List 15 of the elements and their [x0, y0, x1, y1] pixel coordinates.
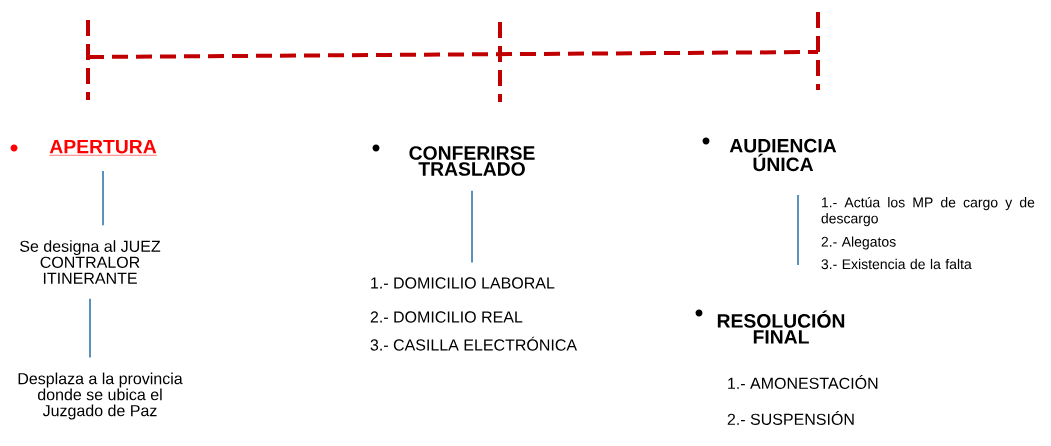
item-list: 1.- DOMICILIO LABORAL 2.- DOMICILIO REAL 3.- CASILLA ELECTRÓNICA — [370, 277, 578, 351]
list-item: 1.- Actúa los MP de cargo y de descargo — [821, 196, 1035, 227]
list-item: 2.- Alegatos — [821, 236, 896, 250]
connector-line — [102, 170, 104, 226]
step-text: Se designa al JUEZ CONTRALOR ITINERANTE — [20, 240, 161, 284]
heading: APERTURA — [49, 139, 157, 156]
heading: CONFERIRSE TRASLADO — [409, 146, 535, 176]
heading: AUDIENCIA ÚNICA — [729, 138, 837, 172]
heading: RESOLUCIÓN FINAL — [717, 310, 845, 344]
list-item: 2.- SUSPENSIÓN — [727, 411, 854, 425]
step-text: Desplaza a la provincia donde se ubica el Juzgado de Paz — [18, 372, 183, 420]
connector-line — [471, 190, 473, 264]
list-item: 3.- Existencia de la falta — [821, 258, 972, 270]
list-item: 1.- AMONESTACIÓN — [728, 375, 878, 389]
connector-line — [89, 298, 91, 359]
